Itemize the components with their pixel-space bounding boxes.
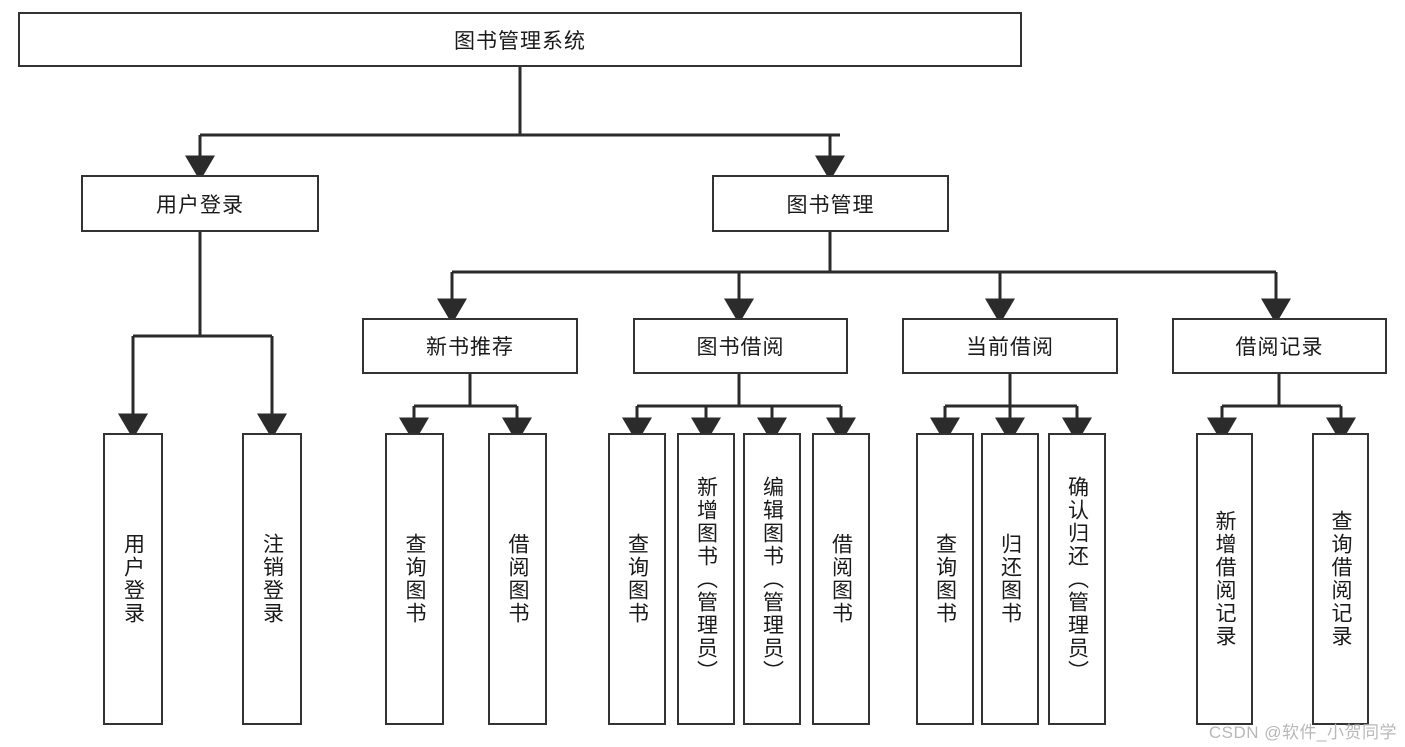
node-borrow-record[interactable]: 借阅记录 [1172, 318, 1387, 374]
node-current-borrow-label: 当前借阅 [966, 336, 1054, 359]
node-current-borrow[interactable]: 当前借阅 [902, 318, 1118, 374]
node-root-label: 图书管理系统 [454, 29, 586, 53]
node-leaf-add-record-label: 新增借阅记录 [1213, 510, 1236, 648]
node-leaf-add-record[interactable]: 新增借阅记录 [1196, 433, 1253, 725]
node-leaf-query-record-label: 查询借阅记录 [1329, 510, 1352, 648]
node-leaf-user-logout-label: 注销登录 [260, 533, 284, 625]
node-book-borrow-label: 图书借阅 [696, 336, 785, 359]
node-user-login-label: 用户登录 [156, 193, 244, 217]
node-leaf-query-book-2-label: 查询图书 [625, 533, 649, 625]
node-leaf-confirm-return-label: 确认归还（管理员） [1065, 475, 1089, 683]
node-book-borrow[interactable]: 图书借阅 [633, 318, 848, 374]
node-leaf-user-login-label: 用户登录 [121, 533, 145, 625]
node-leaf-confirm-return[interactable]: 确认归还（管理员） [1048, 433, 1106, 725]
node-book-manage-label: 图书管理 [786, 193, 875, 217]
node-borrow-record-label: 借阅记录 [1235, 336, 1324, 359]
node-leaf-query-book-3[interactable]: 查询图书 [916, 433, 974, 725]
node-leaf-edit-book[interactable]: 编辑图书（管理员） [743, 433, 801, 725]
node-book-manage[interactable]: 图书管理 [712, 175, 949, 232]
node-leaf-borrow-book-1[interactable]: 借阅图书 [488, 433, 547, 725]
node-leaf-borrow-book-1-label: 借阅图书 [506, 533, 529, 625]
node-leaf-return-book[interactable]: 归还图书 [981, 433, 1039, 725]
node-leaf-edit-book-label: 编辑图书（管理员） [760, 475, 784, 683]
node-leaf-add-book-label: 新增图书（管理员） [694, 475, 718, 683]
node-new-book-rec[interactable]: 新书推荐 [362, 318, 578, 374]
node-leaf-query-book-3-label: 查询图书 [933, 533, 957, 625]
node-new-book-rec-label: 新书推荐 [426, 336, 514, 359]
node-leaf-query-record[interactable]: 查询借阅记录 [1312, 433, 1369, 725]
node-root[interactable]: 图书管理系统 [18, 12, 1022, 67]
node-leaf-borrow-book-2-label: 借阅图书 [829, 533, 853, 625]
node-leaf-user-login[interactable]: 用户登录 [103, 433, 163, 725]
node-leaf-query-book-1[interactable]: 查询图书 [385, 433, 444, 725]
node-user-login[interactable]: 用户登录 [81, 175, 319, 232]
node-leaf-query-book-1-label: 查询图书 [403, 533, 426, 625]
node-leaf-add-book[interactable]: 新增图书（管理员） [677, 433, 735, 725]
node-leaf-return-book-label: 归还图书 [998, 533, 1022, 625]
node-leaf-user-logout[interactable]: 注销登录 [242, 433, 302, 725]
node-leaf-query-book-2[interactable]: 查询图书 [608, 433, 666, 725]
watermark: CSDN @软件_小贺同学 [1208, 723, 1397, 742]
node-leaf-borrow-book-2[interactable]: 借阅图书 [812, 433, 870, 725]
